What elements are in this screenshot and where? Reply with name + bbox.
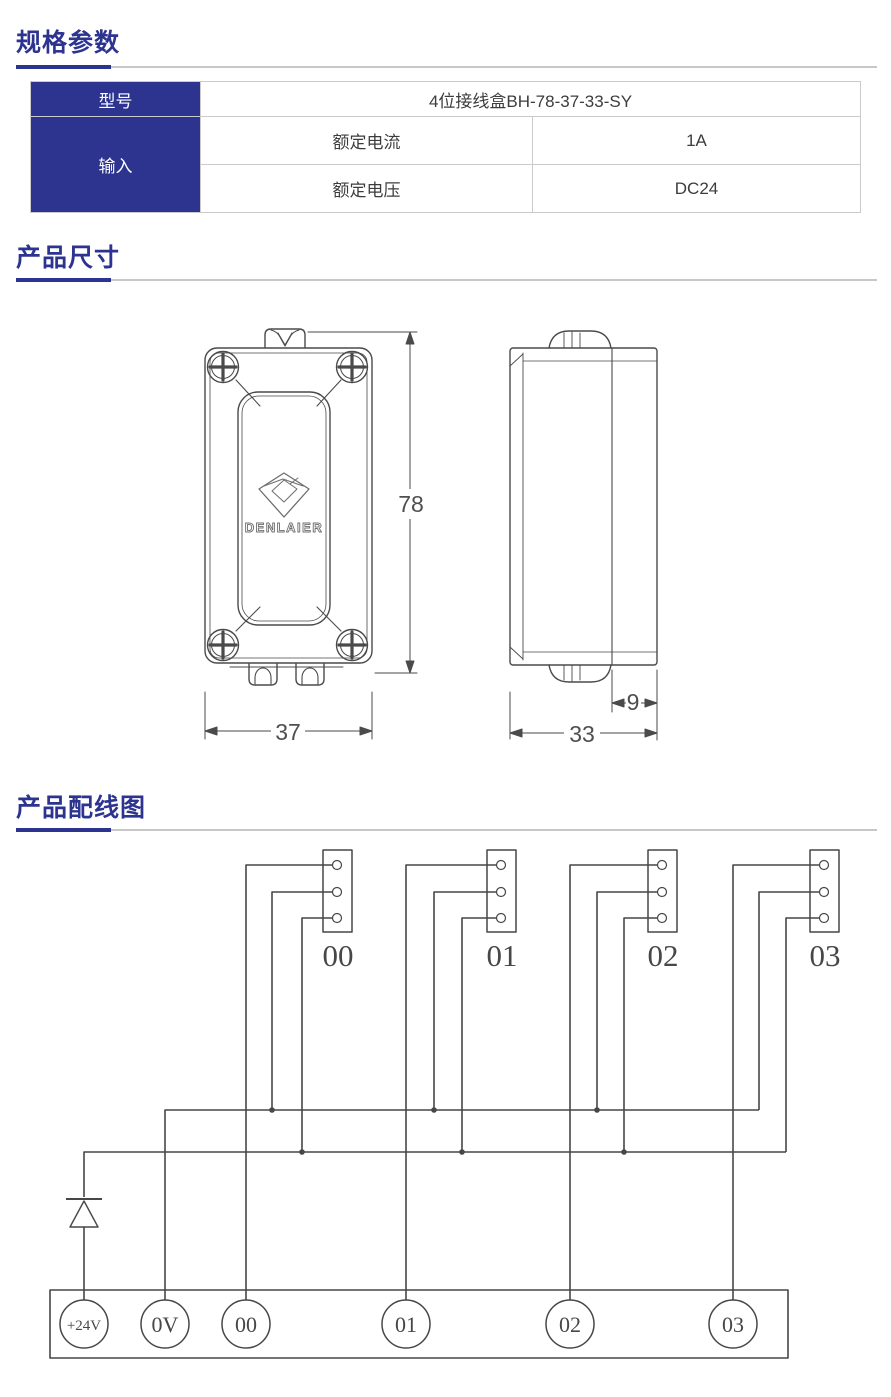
connector-label: 02 (648, 938, 679, 973)
terminal-label: 01 (395, 1312, 417, 1337)
dimensions-divider (16, 278, 877, 282)
dim-width-37: 37 (204, 691, 373, 745)
divider-gray-line (111, 66, 877, 68)
divider-accent-bar (16, 278, 111, 282)
brand-logo-text: DENLAIER (245, 520, 323, 535)
zero-volt-bus (164, 1107, 759, 1300)
rated-current-value-cell: 1A (532, 116, 861, 165)
dim-label-33: 33 (569, 721, 595, 747)
connector-03: 03 (732, 849, 841, 1300)
screw-icon (335, 350, 369, 384)
connector-01: 01 (405, 849, 518, 1300)
connector-label: 00 (323, 938, 354, 973)
divider-gray-line (111, 279, 877, 281)
dim-lid-9: 9 (611, 669, 658, 741)
terminal-label: +24V (67, 1318, 101, 1334)
dimension-drawing: DENLAIER 78 37 (204, 328, 658, 747)
rated-voltage-label-cell: 额定电压 (200, 164, 533, 213)
divider-accent-bar (16, 65, 111, 69)
plus24v-bus (66, 1149, 786, 1300)
wiring-diagram: 00 01 02 (49, 849, 841, 1359)
dimensions-heading: 产品尺寸 (16, 244, 121, 272)
model-label-cell: 型号 (30, 81, 201, 117)
table-row: 额定电压 DC24 (31, 164, 861, 213)
connector-02: 02 (569, 849, 679, 1300)
connector-label: 01 (487, 938, 518, 973)
table-row: 型号 4位接线盒BH-78-37-33-SY (30, 81, 861, 117)
wiring-divider (16, 828, 877, 832)
divider-accent-bar (16, 828, 111, 832)
input-label-cell: 输入 (30, 116, 201, 213)
dim-label-78: 78 (398, 491, 424, 517)
terminal-label: 02 (559, 1312, 581, 1337)
dim-height-78: 78 (307, 331, 426, 674)
terminal-label: 0V (152, 1312, 179, 1337)
screw-icon (206, 350, 240, 384)
terminal-label: 03 (722, 1312, 744, 1337)
dim-depth-33: 33 (509, 691, 658, 747)
wiring-heading: 产品配线图 (16, 794, 147, 822)
screw-icon (335, 628, 369, 662)
side-view: 9 33 (509, 330, 658, 747)
front-view: DENLAIER 78 37 (204, 328, 426, 745)
spec-table: 型号 4位接线盒BH-78-37-33-SY 输入 额定电流 1A 额定电压 D… (30, 81, 861, 213)
dim-label-37: 37 (275, 719, 301, 745)
terminal-label: 00 (235, 1312, 257, 1337)
rated-current-label-cell: 额定电流 (200, 116, 533, 165)
dim-label-9: 9 (627, 689, 640, 715)
screw-icon (206, 628, 240, 662)
terminal-strip: +24V 0V 00 01 02 03 (49, 1289, 789, 1359)
brand-logo: DENLAIER (244, 472, 323, 535)
divider-gray-line (111, 829, 877, 831)
rated-voltage-value-cell: DC24 (532, 164, 861, 213)
specs-heading: 规格参数 (16, 29, 121, 57)
connector-00: 00 (245, 849, 354, 1300)
table-row: 输入 额定电流 1A (30, 116, 861, 213)
specs-divider (16, 65, 877, 69)
diode-icon (66, 1198, 102, 1228)
connector-label: 03 (810, 938, 841, 973)
model-value-cell: 4位接线盒BH-78-37-33-SY (200, 81, 861, 117)
